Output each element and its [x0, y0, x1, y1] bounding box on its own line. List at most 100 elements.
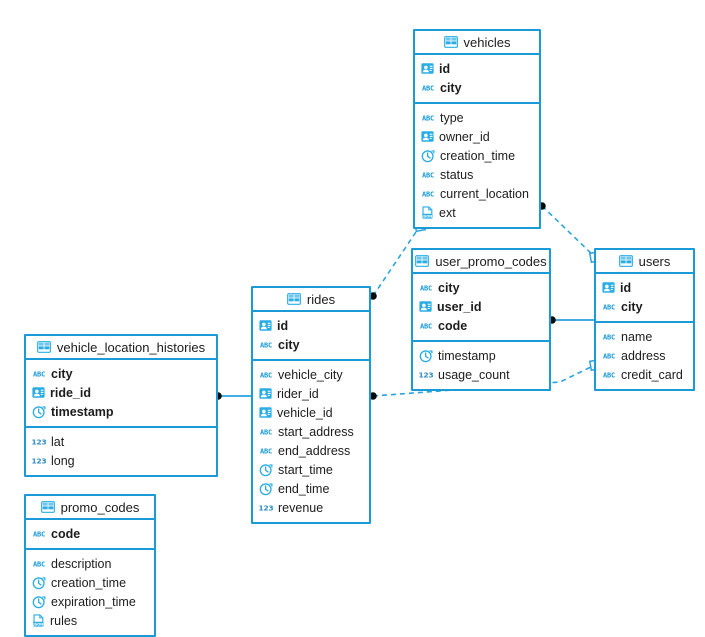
abc-icon: ABC	[421, 111, 435, 124]
column-name-label: start_time	[278, 462, 333, 477]
column-name-label: rider_id	[277, 386, 319, 401]
column-row[interactable]: JSON ext	[421, 203, 533, 222]
svg-text:ABC: ABC	[422, 84, 434, 92]
columns-section-rides: ABC vehicle_city rider_id vehicle_id ABC…	[253, 361, 369, 522]
svg-text:123: 123	[259, 503, 273, 512]
column-name-label: creation_time	[51, 575, 127, 590]
column-name-label: timestamp	[51, 404, 114, 419]
column-row[interactable]: end_time	[259, 479, 363, 498]
column-name-label: end_address	[278, 443, 351, 458]
uuid-icon	[419, 300, 432, 313]
column-row[interactable]: ABC code	[32, 524, 148, 543]
svg-text:ABC: ABC	[422, 171, 434, 179]
abc-icon: ABC	[32, 367, 46, 380]
column-row[interactable]: ABC type	[421, 108, 533, 127]
column-row[interactable]: ABC city	[259, 335, 363, 354]
column-name-label: description	[51, 556, 112, 571]
clock-icon	[421, 149, 435, 163]
svg-text:ABC: ABC	[260, 371, 272, 379]
column-name-label: current_location	[440, 186, 529, 201]
svg-text:JSON: JSON	[421, 214, 432, 218]
column-row[interactable]: id	[259, 316, 363, 335]
columns-section-vehicle_location_histories: 123 lat 123 long	[26, 428, 216, 475]
table-title-user_promo_codes[interactable]: user_promo_codes	[413, 250, 549, 274]
column-row[interactable]: ABC city	[602, 297, 687, 316]
uuid-icon	[259, 387, 272, 400]
uuid-icon	[259, 406, 272, 419]
column-name-label: status	[440, 167, 474, 182]
column-row[interactable]: user_id	[419, 297, 543, 316]
primary-key-section-vehicle_location_histories: ABC city ride_id timestamp	[26, 360, 216, 428]
table-node-promo_codes[interactable]: promo_codes ABC code ABC description cre…	[24, 494, 156, 637]
table-icon	[37, 341, 51, 353]
column-row[interactable]: ABC address	[602, 346, 687, 365]
column-row[interactable]: ABC credit_card	[602, 365, 687, 384]
column-name-label: id	[277, 318, 289, 333]
svg-text:123: 123	[32, 456, 46, 465]
column-row[interactable]: start_time	[259, 460, 363, 479]
column-row[interactable]: timestamp	[419, 346, 543, 365]
abc-icon: ABC	[259, 444, 273, 457]
table-node-vehicles[interactable]: vehicles id ABC city ABC type owner_id c…	[413, 29, 541, 229]
table-title-promo_codes[interactable]: promo_codes	[26, 496, 154, 520]
column-row[interactable]: id	[602, 278, 687, 297]
svg-text:ABC: ABC	[260, 428, 272, 436]
column-name-label: code	[51, 526, 81, 541]
table-title-rides[interactable]: rides	[253, 288, 369, 312]
svg-text:123: 123	[419, 370, 433, 379]
table-node-rides[interactable]: rides id ABC city ABC vehicle_city rider…	[251, 286, 371, 524]
column-row[interactable]: ABC vehicle_city	[259, 365, 363, 384]
column-row[interactable]: ABC name	[602, 327, 687, 346]
column-row[interactable]: 123 revenue	[259, 498, 363, 517]
column-row[interactable]: creation_time	[32, 573, 148, 592]
table-icon	[618, 255, 633, 267]
table-title-users[interactable]: users	[596, 250, 693, 274]
table-title-vehicle_location_histories[interactable]: vehicle_location_histories	[26, 336, 216, 360]
table-node-users[interactable]: users id ABC city ABC name ABC address A…	[594, 248, 695, 391]
column-row[interactable]: ABC status	[421, 165, 533, 184]
column-name-label: expiration_time	[51, 594, 136, 609]
abc-icon: ABC	[602, 368, 616, 381]
column-row[interactable]: ABC start_address	[259, 422, 363, 441]
column-row[interactable]: creation_time	[421, 146, 533, 165]
table-node-user_promo_codes[interactable]: user_promo_codes ABC city user_id ABC co…	[411, 248, 551, 391]
column-name-label: city	[438, 280, 460, 295]
column-row[interactable]: ABC city	[421, 78, 533, 97]
column-name-label: ride_id	[50, 385, 91, 400]
column-row[interactable]: ABC city	[419, 278, 543, 297]
column-row[interactable]: ABC code	[419, 316, 543, 335]
column-name-label: city	[51, 366, 73, 381]
column-row[interactable]: ride_id	[32, 383, 210, 402]
table-node-vehicle_location_histories[interactable]: vehicle_location_histories ABC city ride…	[24, 334, 218, 477]
abc-icon: ABC	[421, 81, 435, 94]
table-title-vehicles[interactable]: vehicles	[415, 31, 539, 55]
table-name-label: rides	[306, 291, 336, 307]
column-row[interactable]: id	[421, 59, 533, 78]
columns-section-user_promo_codes: timestamp 123 usage_count	[413, 342, 549, 389]
column-row[interactable]: ABC city	[32, 364, 210, 383]
column-row[interactable]: ABC current_location	[421, 184, 533, 203]
column-name-label: start_address	[278, 424, 354, 439]
column-name-label: owner_id	[439, 129, 490, 144]
column-row[interactable]: ABC description	[32, 554, 148, 573]
svg-text:ABC: ABC	[260, 447, 272, 455]
svg-text:ABC: ABC	[603, 352, 615, 360]
primary-key-section-vehicles: id ABC city	[415, 55, 539, 104]
clock-icon	[259, 482, 273, 496]
column-row[interactable]: rider_id	[259, 384, 363, 403]
uuid-icon	[421, 62, 434, 75]
column-row[interactable]: 123 usage_count	[419, 365, 543, 384]
column-row[interactable]: JSON rules	[32, 611, 148, 630]
column-row[interactable]: 123 lat	[32, 432, 210, 451]
column-name-label: revenue	[278, 500, 324, 515]
column-row[interactable]: timestamp	[32, 402, 210, 421]
column-row[interactable]: vehicle_id	[259, 403, 363, 422]
column-row[interactable]: owner_id	[421, 127, 533, 146]
svg-text:ABC: ABC	[422, 114, 434, 122]
svg-text:ABC: ABC	[603, 371, 615, 379]
column-row[interactable]: ABC end_address	[259, 441, 363, 460]
column-row[interactable]: 123 long	[32, 451, 210, 470]
json-icon: JSON	[421, 206, 434, 219]
column-row[interactable]: expiration_time	[32, 592, 148, 611]
